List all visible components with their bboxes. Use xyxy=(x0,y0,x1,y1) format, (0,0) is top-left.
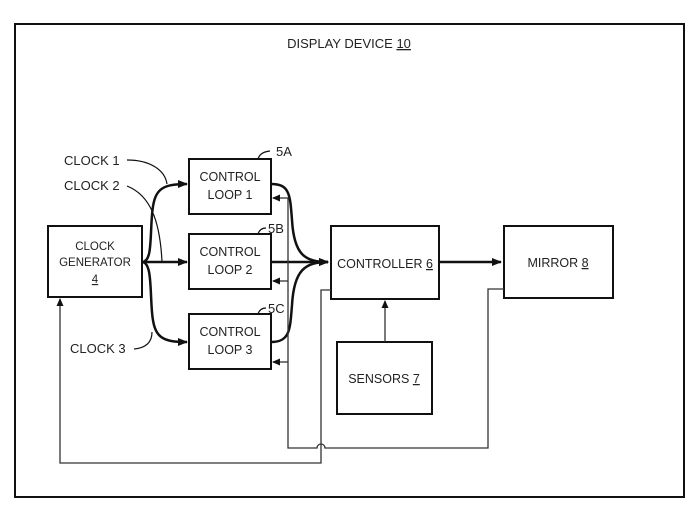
clock-3-leader xyxy=(133,331,153,350)
control-loop-1-block: CONTROL LOOP 1 xyxy=(188,158,272,215)
controller-label: CONTROLLER 6 xyxy=(337,257,433,271)
control-loop-2-block: CONTROL LOOP 2 xyxy=(188,233,272,290)
control-loop-2-ref: 5B xyxy=(268,221,284,236)
control-loop-3-ref: 5C xyxy=(268,301,285,316)
control-loop-2-label-1: CONTROL xyxy=(199,245,260,259)
sensors-block: SENSORS 7 xyxy=(336,341,433,415)
clock-generator-block: CLOCK GENERATOR 4 xyxy=(47,225,143,298)
control-loop-3-label-1: CONTROL xyxy=(199,325,260,339)
control-loop-1-label-1: CONTROL xyxy=(199,170,260,184)
control-loop-3-block: CONTROL LOOP 3 xyxy=(188,313,272,370)
loop-1-to-controller xyxy=(270,182,329,266)
control-loop-1-ref: 5A xyxy=(276,144,292,159)
control-loop-2-label-2: LOOP 2 xyxy=(208,263,253,277)
clock-generator-label-2: GENERATOR xyxy=(59,257,131,269)
clock-line-1 xyxy=(141,180,188,264)
display-device-title: DISPLAY DEVICE 10 xyxy=(287,36,411,51)
display-device-frame xyxy=(14,23,685,498)
clock-2-label: CLOCK 2 xyxy=(64,178,120,193)
control-loop-1-label-2: LOOP 1 xyxy=(208,188,253,202)
loop-3-to-controller xyxy=(270,258,329,344)
clock-1-label: CLOCK 1 xyxy=(64,153,120,168)
clock-generator-ref: 4 xyxy=(92,274,99,286)
clock-3-label: CLOCK 3 xyxy=(70,341,126,356)
controller-block: CONTROLLER 6 xyxy=(330,225,440,300)
mirror-label: MIRROR 8 xyxy=(527,256,588,270)
mirror-block: MIRROR 8 xyxy=(503,225,614,299)
controller-feedback-line xyxy=(56,289,331,464)
clock-1-leader xyxy=(126,159,168,185)
clock-line-3 xyxy=(141,260,188,346)
control-loop-3-label-2: LOOP 3 xyxy=(208,343,253,357)
mirror-feedback-line xyxy=(287,198,504,449)
sensors-label: SENSORS 7 xyxy=(348,372,420,386)
clock-generator-label-1: CLOCK xyxy=(75,241,115,253)
